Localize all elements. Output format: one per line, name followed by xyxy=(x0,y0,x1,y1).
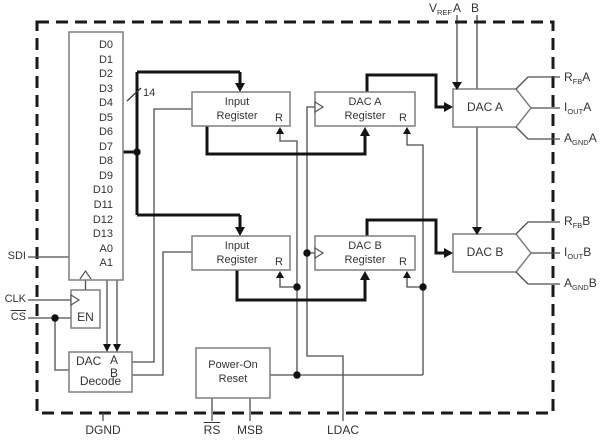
clock-input-icons xyxy=(70,100,325,307)
pin-rfb-b: RFBB xyxy=(564,214,591,230)
data-bus-wires xyxy=(123,70,444,302)
input-register-b-reset-label: R xyxy=(275,256,283,268)
output-pin-wires xyxy=(515,76,560,285)
vref-base: V xyxy=(429,1,438,15)
pin-dgnd: DGND xyxy=(85,423,121,437)
power-on-reset-label: Power-On Reset xyxy=(196,358,270,386)
bit-label: D5 xyxy=(98,111,113,124)
bit-label: D13 xyxy=(92,228,113,241)
pin-iout-a: IOUTA xyxy=(564,100,592,116)
arrowheads xyxy=(103,82,482,352)
power-on-reset-line2: Reset xyxy=(218,373,248,385)
shift-register-clock-icon xyxy=(79,269,92,280)
dac-b-register-label: DAC B Register xyxy=(320,239,410,267)
vref-sub: REF xyxy=(437,8,453,17)
input-register-b-line2: Register xyxy=(216,254,258,266)
dac-a-register-line2: Register xyxy=(344,110,386,122)
input-register-b-line1: Input xyxy=(224,240,250,252)
dac-b-shape xyxy=(452,233,532,273)
dac-a-register-label: DAC A Register xyxy=(320,95,410,123)
pin-agnd-b: AGNDB xyxy=(564,276,597,292)
junction-dots xyxy=(51,148,427,379)
dac-decode-a-output-label: A xyxy=(110,353,119,367)
input-register-a-reset-label: R xyxy=(275,112,283,124)
chip-boundary xyxy=(35,20,555,415)
input-register-a-line2: Register xyxy=(216,110,258,122)
bit-label: A0 xyxy=(99,242,113,255)
shift-register-bit-list: D0 D1 D2 D3 D4 D5 D6 D7 D8 D9 D10 D11 D1… xyxy=(69,38,118,271)
dac-a-register-reset-label: R xyxy=(399,112,407,124)
dac-b-register-line1: DAC B xyxy=(348,240,382,252)
input-register-b-box xyxy=(191,235,291,271)
bus-width-slash xyxy=(126,87,142,102)
input-register-a-line1: Input xyxy=(224,96,250,108)
dac-b-label: DAC B xyxy=(466,245,504,259)
bit-label: D11 xyxy=(93,199,113,212)
pin-sdi: SDI xyxy=(7,250,26,262)
dac-decode-word2: Decode xyxy=(79,374,122,388)
bit-label: D8 xyxy=(98,155,113,168)
pin-vref-a: A xyxy=(453,1,462,15)
power-on-reset-box xyxy=(195,347,271,399)
pin-clk: CLK xyxy=(4,293,26,305)
power-on-reset-line1: Power-On xyxy=(208,359,258,371)
en-box xyxy=(70,289,101,329)
bit-label: D1 xyxy=(98,53,113,66)
bit-label: D12 xyxy=(92,213,113,226)
bit-label: D3 xyxy=(98,82,113,95)
pin-vref-b: B xyxy=(471,1,480,15)
dac-b-register-line2: Register xyxy=(344,254,386,266)
dac-a-shape xyxy=(452,88,532,128)
pin-msb: MSB xyxy=(236,423,263,437)
input-register-a-box xyxy=(191,91,291,127)
dac-decode-box xyxy=(68,351,133,393)
rs-overline-text: RS xyxy=(203,423,221,437)
dac-decode-word: DAC xyxy=(76,354,102,368)
bit-label: D10 xyxy=(92,184,113,197)
pin-iout-b: IOUTB xyxy=(564,245,592,261)
en-clock-icon xyxy=(70,293,81,307)
bus-width-label: 14 xyxy=(143,87,156,99)
pin-agnd-a: AGNDA xyxy=(564,131,597,147)
dac-decode-b-output-label: B xyxy=(110,366,119,380)
input-register-b-label: Input Register xyxy=(192,239,282,267)
dac-a-label: DAC A xyxy=(466,100,503,114)
bit-label: D7 xyxy=(98,140,113,153)
pin-rs: RS xyxy=(200,424,224,437)
dac-b-register-box xyxy=(314,235,416,271)
en-label: EN xyxy=(77,310,94,324)
dac-b-register-clock-icon xyxy=(314,246,325,260)
dac-a-register-clock-icon xyxy=(314,100,325,114)
dac-a-register-line1: DAC A xyxy=(348,96,382,108)
bit-label: D6 xyxy=(98,126,113,139)
pin-ldac: LDAC xyxy=(326,423,359,437)
bit-label: A1 xyxy=(99,257,113,270)
dac-b-register-reset-label: R xyxy=(399,256,407,268)
bit-label: D9 xyxy=(98,169,113,182)
block-outlines xyxy=(68,31,532,399)
pin-vref: VREF xyxy=(429,1,453,18)
shift-register-box xyxy=(68,31,124,281)
pin-cs: CS xyxy=(0,311,26,324)
pin-rfb-a: RFBA xyxy=(564,70,591,86)
bit-label: D2 xyxy=(98,68,113,81)
input-register-a-label: Input Register xyxy=(192,95,282,123)
bit-label: D0 xyxy=(98,39,113,51)
bit-label: D4 xyxy=(98,97,113,110)
cs-overline-text: CS xyxy=(10,311,26,323)
